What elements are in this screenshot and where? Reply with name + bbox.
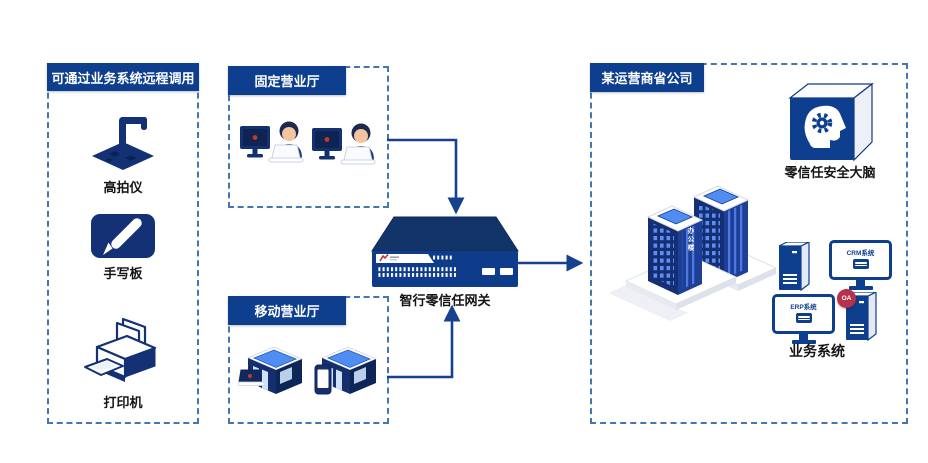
printer-label: 打印机	[103, 395, 143, 410]
office-buildings: 办公楼	[608, 161, 778, 321]
document-camera-icon	[92, 117, 154, 170]
mobile-hall-panel-title: 移动营业厅	[228, 296, 346, 325]
office-buildings-icon	[608, 185, 778, 321]
crm-system-label: CRM系统	[846, 249, 875, 257]
security-brain: 零信任安全大脑	[764, 80, 896, 181]
gateway-label: 智行零信任网关	[399, 293, 491, 308]
device-item-printer: 打印机	[49, 315, 197, 411]
gateway-appliance-icon	[371, 216, 519, 287]
zero-trust-gateway: 智行零信任网关	[370, 215, 520, 311]
device-item-document-camera: 高拍仪	[49, 108, 197, 196]
fixed-hall-panel-title: 固定营业厅	[228, 66, 346, 95]
remote-devices-panel: 可通过业务系统远程调用 高拍仪 手写板	[47, 63, 199, 424]
business-systems-label: 业务系统	[789, 343, 845, 359]
oa-badge: OA	[837, 289, 856, 308]
writing-pad-label: 手写板	[103, 266, 143, 281]
gear-icon	[811, 112, 833, 134]
arrow-mobile-hall-to-gateway	[387, 304, 461, 379]
workstation-clerk-icon	[240, 118, 310, 179]
printer-icon	[84, 317, 157, 382]
document-camera-label: 高拍仪	[103, 180, 143, 195]
brand-panel	[376, 254, 434, 263]
writing-pad-icon	[91, 214, 155, 258]
crm-screen: CRM系统	[829, 240, 892, 280]
device-item-writing-pad: 手写板	[49, 210, 197, 282]
security-brain-label: 零信任安全大脑	[784, 165, 876, 180]
brand-logo-icon	[379, 253, 389, 262]
server-tower-icon	[777, 241, 813, 299]
list-icon	[795, 313, 812, 324]
provider-panel: 某运营商省公司 零信任安全大脑	[590, 63, 908, 424]
screen-logo-dot	[252, 135, 258, 140]
screen-logo-dot	[324, 137, 330, 142]
kiosk-phone-icon	[312, 342, 384, 405]
list-icon	[852, 259, 869, 270]
provider-panel-title: 某运营商省公司	[590, 63, 704, 92]
oa-server-icon: OA	[837, 289, 880, 349]
remote-devices-panel-title: 可通过业务系统远程调用	[47, 63, 199, 91]
erp-system-monitor: ERP系统	[772, 294, 835, 344]
erp-screen: ERP系统	[772, 294, 835, 334]
kiosk-laptop-icon	[237, 342, 310, 405]
mobile-hall-panel: 移动营业厅	[228, 296, 389, 424]
workstation-clerk-icon	[312, 120, 382, 181]
security-brain-icon	[788, 82, 874, 162]
crm-system-monitor: CRM系统	[829, 240, 892, 290]
fixed-hall-panel: 固定营业厅	[228, 66, 389, 208]
office-building-label: 办公楼	[686, 227, 693, 253]
erp-system-label: ERP系统	[790, 303, 817, 311]
arrow-fixed-hall-to-gateway	[387, 138, 465, 215]
